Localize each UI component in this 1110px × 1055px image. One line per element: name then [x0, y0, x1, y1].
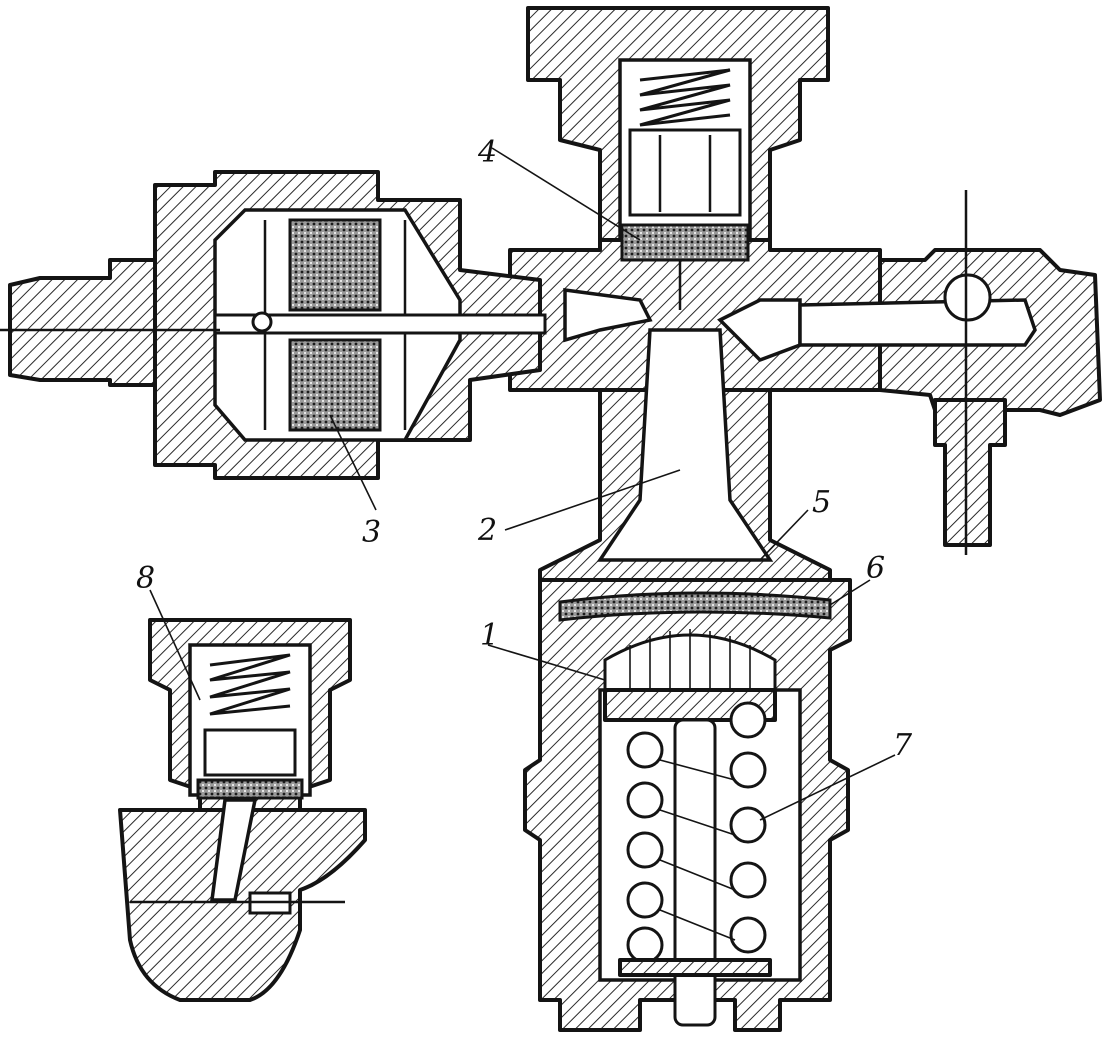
- stem-rod: [673, 718, 717, 1027]
- detail-valve: [203, 728, 297, 777]
- callout-labels: 4 3 2 5 6 1 7 8: [136, 135, 913, 763]
- spring-seat: [618, 958, 772, 977]
- inlet-fitting: [8, 258, 162, 387]
- main-spring: [626, 701, 767, 964]
- detail-seal: [196, 778, 304, 800]
- callout-4: 4: [477, 135, 497, 170]
- callout-6: 6: [866, 551, 885, 586]
- central-valve-body: [508, 6, 882, 1032]
- left-port-channel: [563, 288, 653, 343]
- detail-base: [118, 808, 367, 1002]
- filter-center-rod: [213, 313, 547, 335]
- callout-3: 3: [362, 515, 381, 550]
- filter-element-bottom: [288, 338, 382, 432]
- stem-cavity: [596, 328, 774, 562]
- detail-channel: [210, 798, 258, 902]
- upper-spring: [639, 68, 731, 127]
- detail-view-8: [118, 618, 367, 1002]
- callout-5: 5: [812, 485, 831, 520]
- upper-valve-cage: [628, 128, 742, 217]
- leader-lines: [149, 147, 896, 821]
- diaphragm: [558, 591, 832, 622]
- callout-2: 2: [477, 513, 497, 548]
- filter-pin: [251, 311, 273, 333]
- callout-7: 7: [893, 728, 913, 763]
- piston-ribs: [629, 629, 751, 688]
- right-drain-stub: [933, 398, 1007, 547]
- callout-8: 8: [136, 561, 155, 596]
- detail-spring: [209, 653, 291, 716]
- filter-element-top: [288, 218, 382, 312]
- right-fitting: [798, 190, 1102, 555]
- right-bore: [798, 298, 1037, 347]
- right-ball: [943, 273, 992, 322]
- left-filter-assembly: [0, 170, 547, 480]
- callout-1: 1: [480, 618, 499, 653]
- upper-valve-seal: [620, 223, 750, 262]
